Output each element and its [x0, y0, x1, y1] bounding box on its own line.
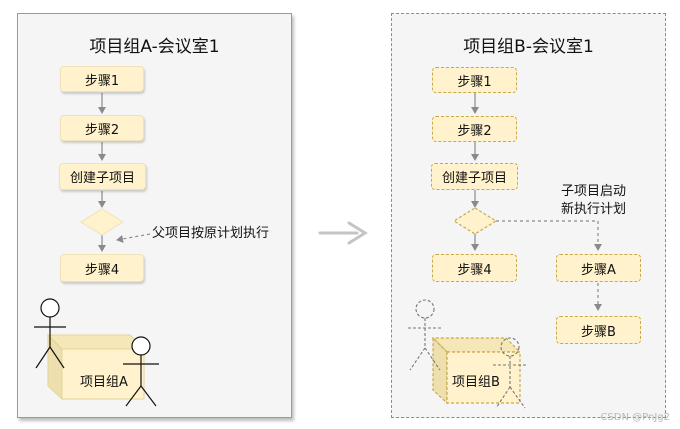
left-decision-diamond	[80, 208, 124, 236]
panel-a-title: 项目组A-会议室1	[89, 37, 220, 57]
right-branch-label-line1: 子项目启动	[561, 184, 627, 199]
right-step-b: 步骤B	[556, 316, 641, 344]
right-box-label: 项目组B	[452, 375, 500, 390]
left-step-1: 步骤1	[60, 66, 144, 92]
right-stick-figure-1	[408, 299, 442, 371]
watermark: CSDN @PnJg2	[600, 412, 670, 423]
right-step-2: 步骤2	[432, 116, 517, 142]
right-3d-box	[431, 336, 522, 405]
right-step-a: 步骤A	[556, 254, 641, 282]
left-box-label: 项目组A	[80, 375, 128, 390]
transition-arrow	[318, 221, 368, 245]
left-step-4: 步骤4	[60, 254, 144, 282]
right-dashed-branch-arrow	[496, 220, 602, 251]
left-dashed-annotation-arrow	[116, 233, 151, 243]
panel-b-title: 项目组B-会议室1	[463, 37, 594, 57]
right-stick-figure-2	[493, 337, 527, 409]
left-stick-figure-1	[34, 298, 66, 369]
left-step-2: 步骤2	[60, 115, 144, 141]
left-3d-box	[46, 333, 146, 401]
right-decision-diamond	[452, 207, 498, 235]
right-step-1: 步骤1	[432, 67, 517, 93]
right-branch-label-line2: 新执行计划	[561, 202, 627, 217]
right-create-subproject: 创建子项目	[431, 163, 518, 190]
left-create-subproject: 创建子项目	[59, 163, 146, 190]
left-decision-label: 父项目按原计划执行	[152, 226, 270, 241]
right-step-4: 步骤4	[432, 254, 517, 282]
left-stick-figure-2	[123, 336, 159, 407]
